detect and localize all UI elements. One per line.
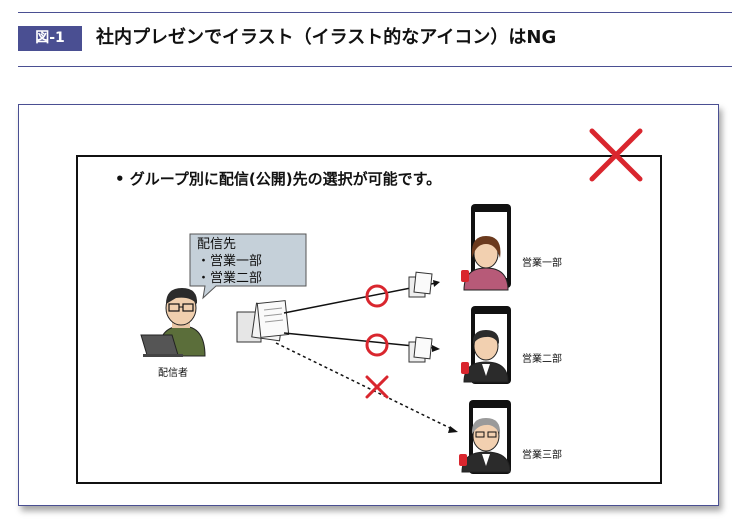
recipient-label-1: 営業一部 [522, 258, 562, 269]
slide-headline: • グループ別に配信(公開)先の選択が可能です。 [115, 170, 442, 188]
figure-title: 社内プレゼンでイラスト（イラスト的なアイコン）はNG [96, 27, 557, 48]
cross-ng-icon [365, 375, 389, 399]
big-x-mark-icon [589, 128, 643, 182]
sender-label: 配信者 [158, 368, 188, 379]
document-small-icon [408, 271, 433, 298]
speech-bubble [189, 233, 307, 300]
bubble-item: ・営業二部 [197, 271, 263, 286]
document-stack-icon [236, 300, 290, 343]
smartphone-icon [459, 400, 511, 474]
arrow-to-recipient-3 [275, 342, 458, 433]
circle-ok-icon [365, 284, 389, 308]
circle-ok-icon [365, 333, 389, 357]
document-small-icon [408, 336, 433, 363]
bottom-rule [18, 66, 732, 67]
recipient-label-2: 営業二部 [522, 354, 562, 365]
speech-bubble-text: 配信先 ・営業一部 ・営業二部 [197, 236, 262, 287]
bubble-item: ・営業一部 [197, 254, 263, 269]
person-laptop-icon [140, 288, 206, 357]
smartphone-icon [461, 306, 511, 384]
recipient-label-3: 営業三部 [522, 450, 562, 461]
figure-label: 図-1 [18, 26, 82, 51]
top-rule [18, 12, 732, 13]
bubble-heading: 配信先 [197, 237, 237, 252]
smartphone-icon [461, 204, 511, 291]
